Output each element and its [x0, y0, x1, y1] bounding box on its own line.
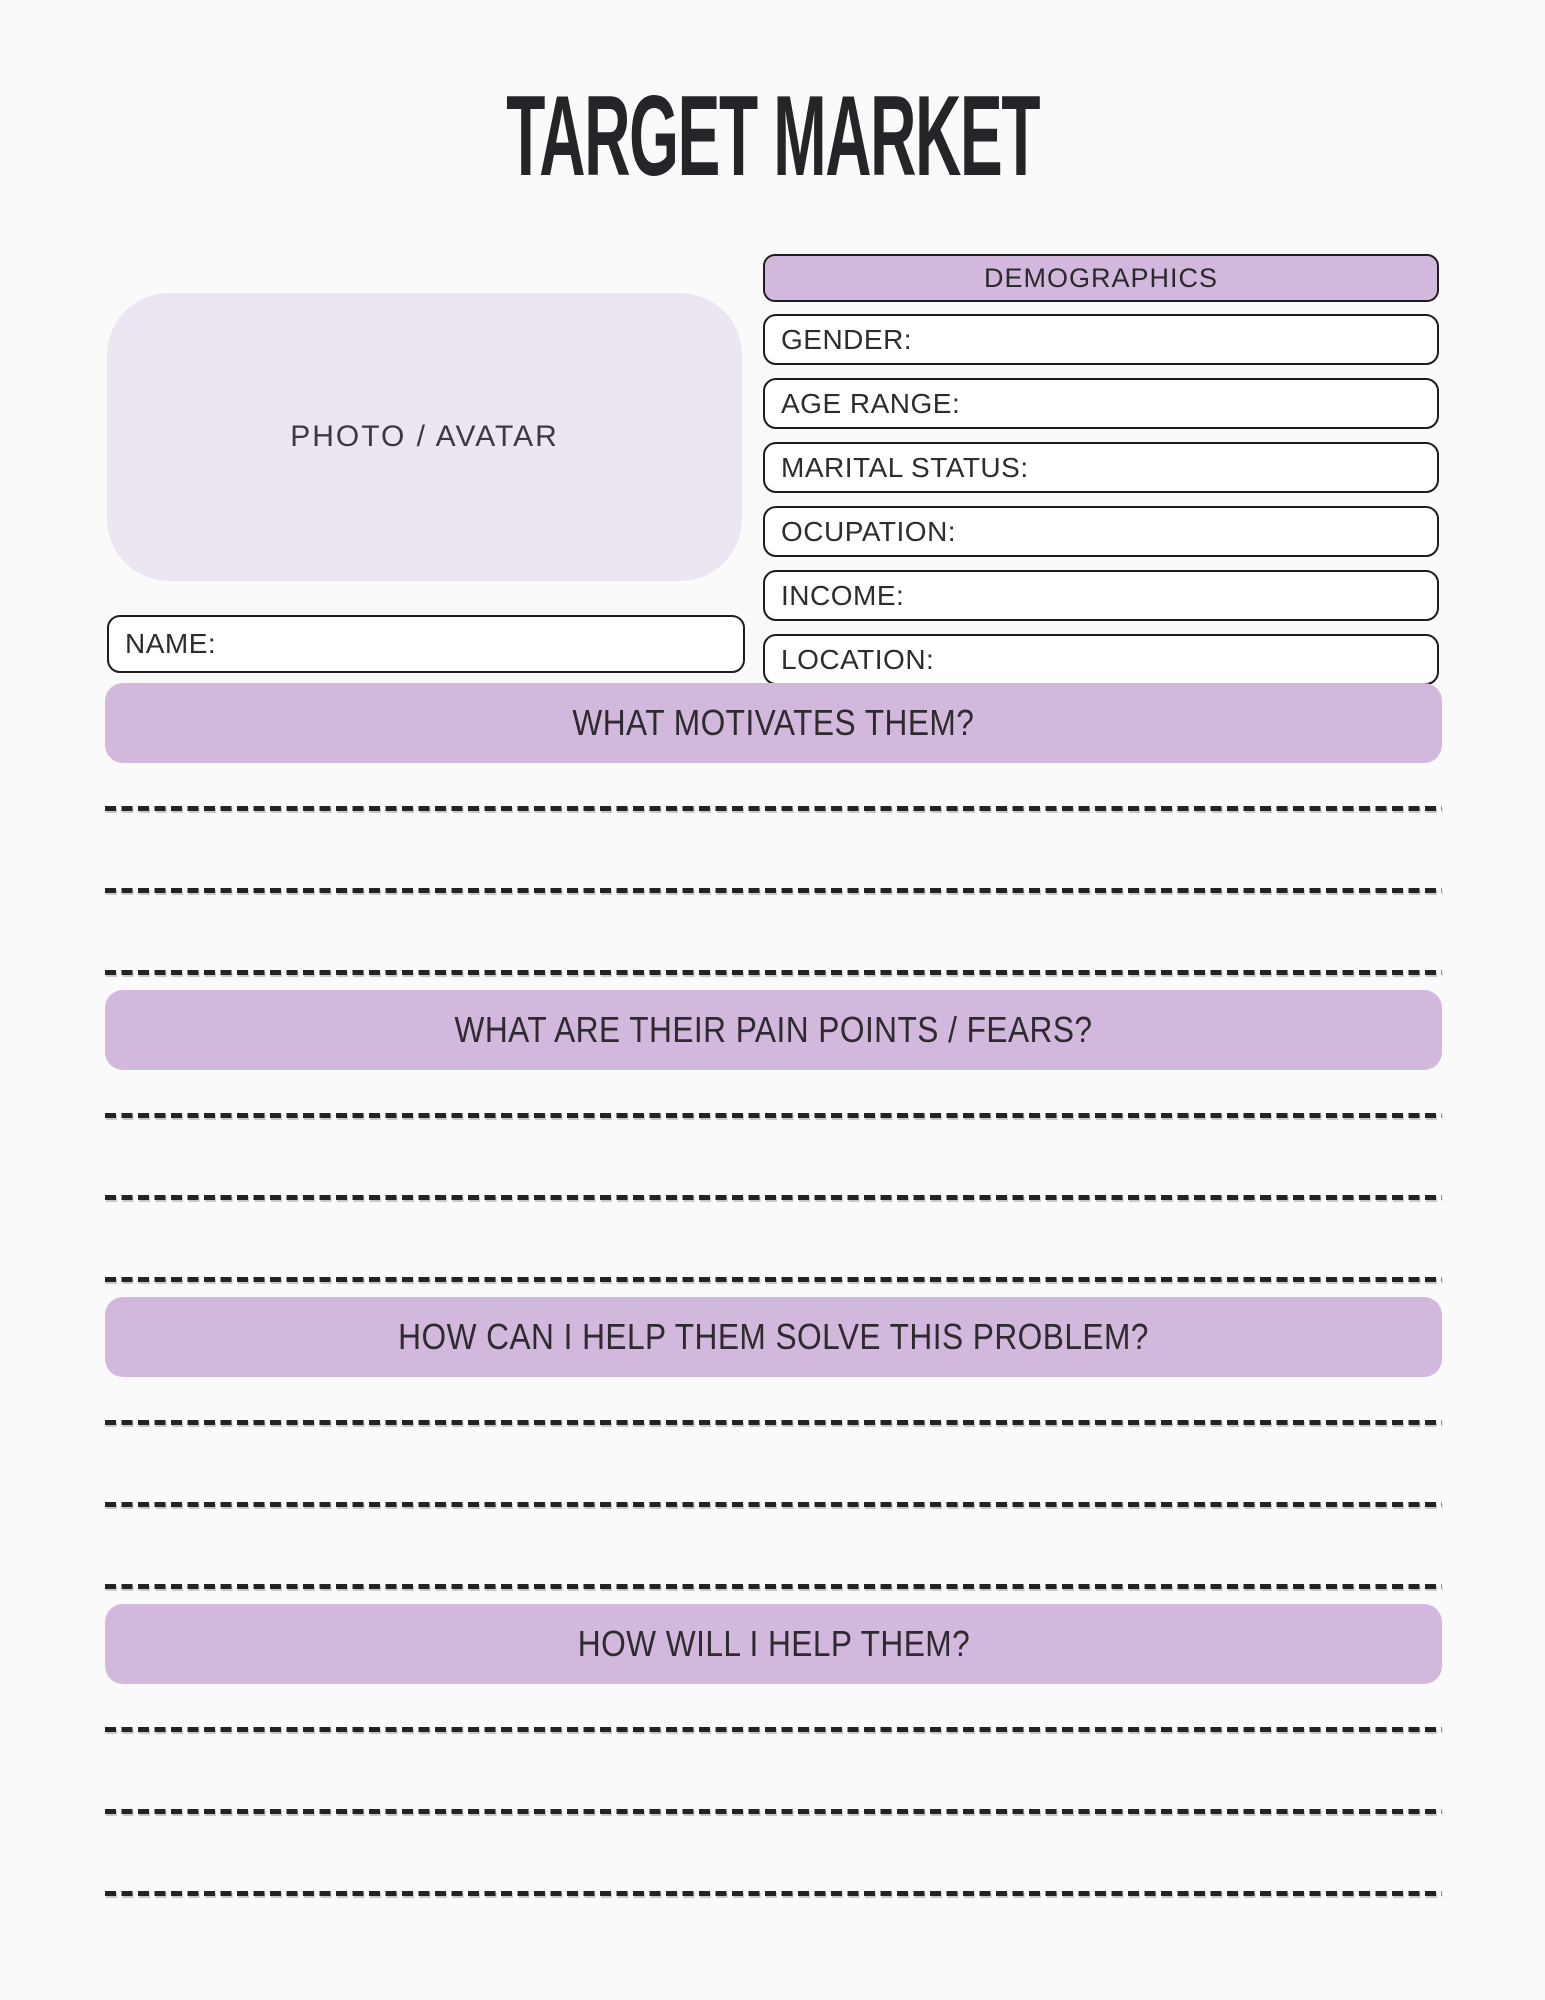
writing-line[interactable]	[105, 806, 1442, 811]
section-pain-points-title: WHAT ARE THEIR PAIN POINTS / FEARS?	[454, 1009, 1093, 1050]
writing-line[interactable]	[105, 970, 1442, 975]
location-field[interactable]: LOCATION:	[763, 634, 1439, 685]
age-range-field[interactable]: AGE RANGE:	[763, 378, 1439, 429]
section-pain-points: WHAT ARE THEIR PAIN POINTS / FEARS?	[105, 990, 1442, 1282]
writing-line[interactable]	[105, 1195, 1442, 1200]
section-how-help: HOW WILL I HELP THEM?	[105, 1604, 1442, 1896]
demographics-panel: DEMOGRAPHICS GENDER: AGE RANGE: MARITAL …	[763, 254, 1439, 685]
section-motivates: WHAT MOTIVATES THEM?	[105, 683, 1442, 975]
marital-status-field[interactable]: MARITAL STATUS:	[763, 442, 1439, 493]
writing-line[interactable]	[105, 1277, 1442, 1282]
section-how-help-title: HOW WILL I HELP THEM?	[577, 1623, 970, 1664]
income-field[interactable]: INCOME:	[763, 570, 1439, 621]
section-how-help-banner: HOW WILL I HELP THEM?	[105, 1604, 1442, 1684]
writing-line[interactable]	[105, 1584, 1442, 1589]
writing-line[interactable]	[105, 1420, 1442, 1425]
age-range-field-label: AGE RANGE:	[781, 387, 961, 419]
name-field-label: NAME:	[125, 628, 217, 659]
section-solve-problem-banner: HOW CAN I HELP THEM SOLVE THIS PROBLEM?	[105, 1297, 1442, 1377]
photo-avatar-label: PHOTO / AVATAR	[290, 420, 559, 453]
writing-line[interactable]	[105, 1891, 1442, 1896]
gender-field-label: GENDER:	[781, 323, 913, 355]
writing-line[interactable]	[105, 1113, 1442, 1118]
section-pain-points-banner: WHAT ARE THEIR PAIN POINTS / FEARS?	[105, 990, 1442, 1070]
marital-status-field-label: MARITAL STATUS:	[781, 451, 1029, 483]
writing-line[interactable]	[105, 888, 1442, 893]
page-title-text: TARGET MARKET	[506, 70, 1040, 200]
question-sections: WHAT MOTIVATES THEM? WHAT ARE THEIR PAIN…	[105, 683, 1442, 1911]
location-field-label: LOCATION:	[781, 643, 935, 675]
section-motivates-banner: WHAT MOTIVATES THEM?	[105, 683, 1442, 763]
writing-line[interactable]	[105, 1809, 1442, 1814]
gender-field[interactable]: GENDER:	[763, 314, 1439, 365]
demographics-header: DEMOGRAPHICS	[763, 254, 1439, 302]
section-solve-problem-title: HOW CAN I HELP THEM SOLVE THIS PROBLEM?	[398, 1316, 1149, 1357]
section-solve-problem: HOW CAN I HELP THEM SOLVE THIS PROBLEM?	[105, 1297, 1442, 1589]
occupation-field-label: OCUPATION:	[781, 515, 957, 547]
occupation-field[interactable]: OCUPATION:	[763, 506, 1439, 557]
writing-line[interactable]	[105, 1502, 1442, 1507]
photo-avatar-box[interactable]: PHOTO / AVATAR	[107, 293, 742, 581]
demographics-header-label: DEMOGRAPHICS	[983, 262, 1219, 293]
writing-line[interactable]	[105, 1727, 1442, 1732]
section-motivates-title: WHAT MOTIVATES THEM?	[572, 702, 975, 743]
income-field-label: INCOME:	[781, 579, 905, 611]
name-field[interactable]: NAME:	[107, 615, 745, 673]
page-title: TARGET MARKET	[0, 78, 1545, 192]
